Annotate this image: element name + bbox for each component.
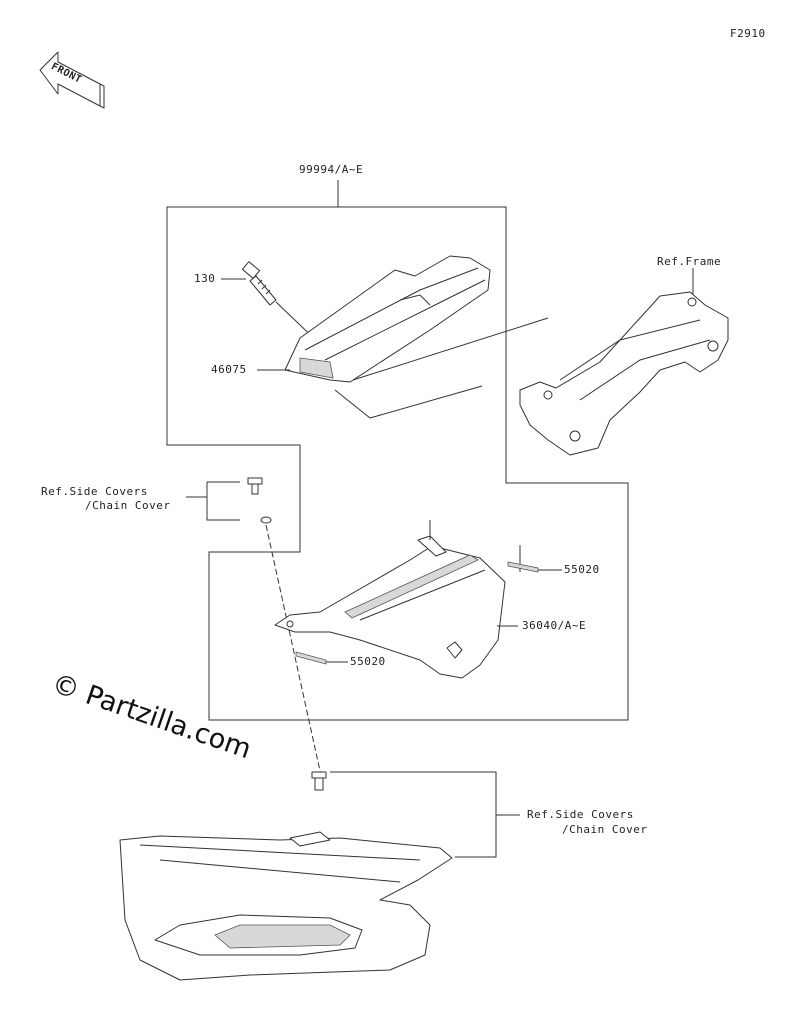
clip-upper-part bbox=[507, 561, 539, 573]
label-clip-upper: 55020 bbox=[564, 563, 600, 576]
bolt-part bbox=[241, 261, 277, 306]
label-cover: 36040/A~E bbox=[522, 619, 587, 632]
side-cover-part bbox=[274, 535, 506, 679]
screw-part bbox=[247, 477, 263, 495]
label-ref-side-covers-2-line1: Ref.Side Covers bbox=[527, 808, 634, 821]
label-bolt: 130 bbox=[194, 272, 216, 285]
label-ref-side-covers-2-line2: /Chain Cover bbox=[562, 823, 648, 836]
guard-part bbox=[284, 255, 491, 383]
label-clip-lower: 55020 bbox=[350, 655, 386, 668]
reference-frame-part bbox=[519, 291, 729, 456]
label-ref-side-covers-1-line1: Ref.Side Covers bbox=[41, 485, 148, 498]
front-arrow-icon bbox=[39, 51, 105, 109]
label-kit: 99994/A~E bbox=[299, 163, 364, 176]
label-ref-frame: Ref.Frame bbox=[657, 255, 722, 268]
clip-lower-part bbox=[295, 651, 327, 665]
rear-bodywork-part bbox=[119, 831, 453, 981]
washer-part bbox=[260, 516, 272, 524]
figure-id: F2910 bbox=[730, 27, 766, 40]
lower-bolt-part bbox=[311, 771, 327, 791]
label-ref-side-covers-1-line2: /Chain Cover bbox=[85, 499, 171, 512]
kit-group-outline bbox=[166, 180, 629, 721]
label-guard: 46075 bbox=[211, 363, 247, 376]
